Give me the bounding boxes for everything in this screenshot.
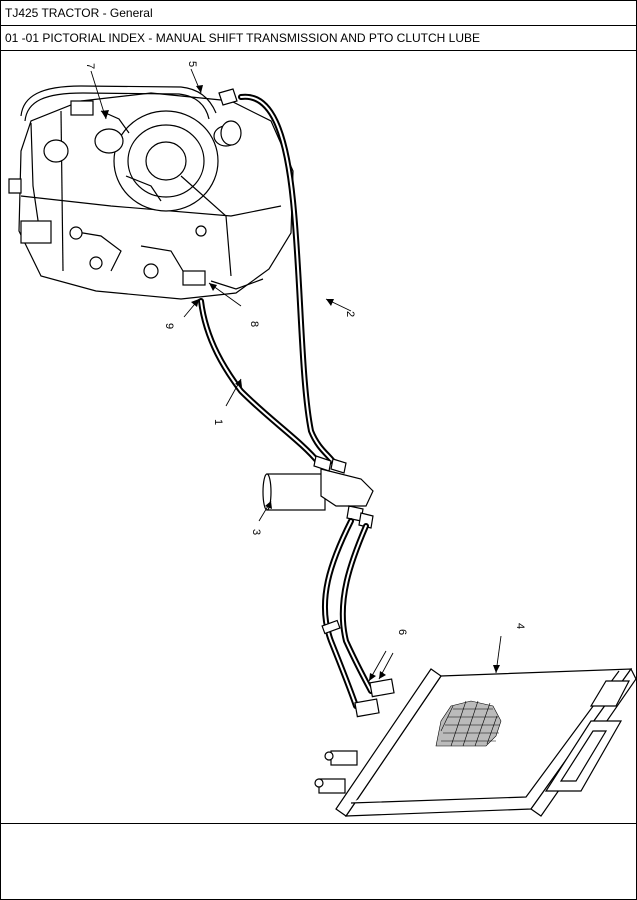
footer-divider — [1, 823, 636, 824]
callout-5: 5 — [186, 61, 198, 67]
callout-3: 3 — [250, 529, 262, 535]
section-title: 01 -01 PICTORIAL INDEX - MANUAL SHIFT TR… — [5, 31, 480, 45]
callout-7: 7 — [84, 63, 96, 69]
document-title: TJ425 TRACTOR - General — [5, 6, 153, 20]
callout-2: 2 — [344, 311, 356, 317]
filter-assembly — [262, 455, 374, 529]
parts-diagram: 7 5 2 9 8 1 3 4 6 — [8, 61, 636, 817]
callout-6: 6 — [396, 629, 408, 635]
callout-8: 8 — [248, 321, 260, 327]
lube-tube — [20, 85, 217, 122]
callout-4: 4 — [514, 623, 526, 629]
leader-arrowheads — [101, 85, 500, 681]
cooler-mesh — [435, 700, 502, 747]
header-title-row: TJ425 TRACTOR - General — [1, 1, 636, 26]
callout-9: 9 — [163, 323, 175, 329]
transmission-housing — [8, 92, 294, 300]
header-subtitle-row: 01 -01 PICTORIAL INDEX - MANUAL SHIFT TR… — [1, 26, 636, 51]
top-fitting — [218, 88, 242, 146]
callout-1: 1 — [212, 419, 224, 425]
hose-clip — [321, 619, 341, 635]
